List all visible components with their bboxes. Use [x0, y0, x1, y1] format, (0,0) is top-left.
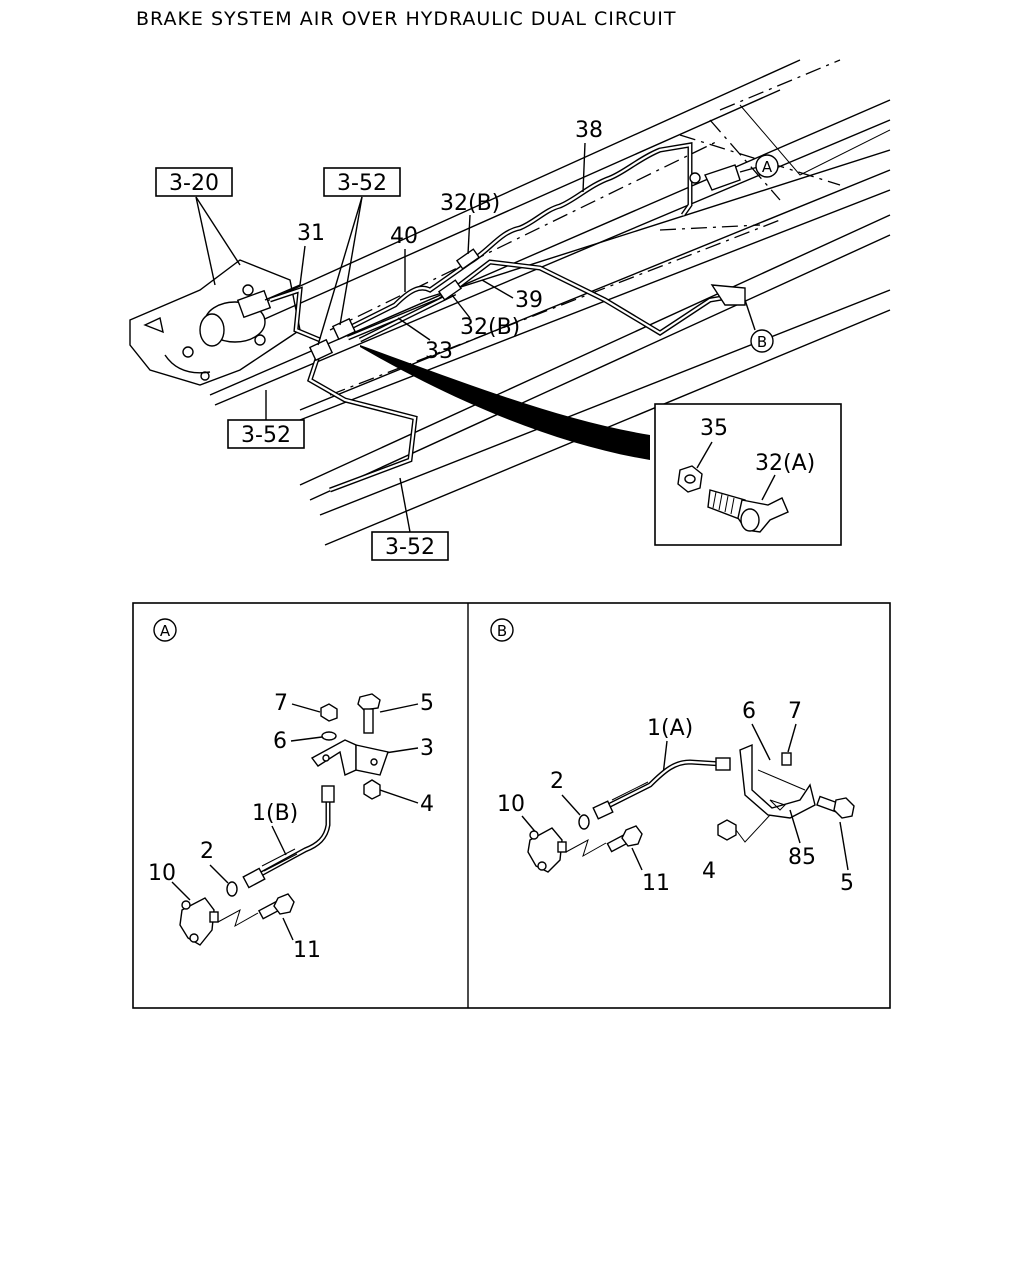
nut-4-b: [717, 819, 737, 841]
detail-a-label-1b: 1(B): [252, 801, 298, 826]
wheel-cylinder-10-b: [527, 827, 567, 873]
booster-assembly: [129, 259, 301, 386]
ref-label-3-52-top: 3-52: [337, 171, 387, 196]
main-assembly-view: 3-20 3-52 3-52 3-52 38 32(B) 31 40 39: [129, 59, 891, 561]
detail-b-label-6: 6: [742, 699, 756, 724]
callout-40: 40: [390, 224, 418, 249]
detail-b-label-2: 2: [550, 769, 564, 794]
brake-pipe-33: [358, 290, 457, 343]
brake-pipe-38: [343, 142, 693, 333]
detail-a-label-10: 10: [148, 861, 176, 886]
brake-pipe-lower: [306, 349, 418, 493]
marker-b-label: B: [757, 333, 767, 351]
marker-a-label: A: [762, 158, 773, 176]
bracket-85-b: [739, 743, 816, 819]
gasket-2-a: [226, 881, 238, 897]
detail-b-label-7: 7: [788, 699, 802, 724]
detail-a-label-3: 3: [420, 736, 434, 761]
diagram-title: BRAKE SYSTEM AIR OVER HYDRAULIC DUAL CIR…: [136, 8, 676, 30]
detail-b-label-85: 85: [788, 845, 816, 870]
bolt-5-a: [357, 693, 381, 734]
marker-b: B: [750, 329, 774, 353]
nut-7-a: [320, 703, 338, 722]
ref-box-3-20: 3-20: [155, 167, 241, 286]
detail-a-label-7: 7: [274, 691, 288, 716]
hose-1b-a: [242, 785, 335, 889]
nut-4-a: [363, 779, 381, 800]
pipe-joints: [308, 172, 701, 362]
detail-a-label-5: 5: [420, 691, 434, 716]
bolt-5-b: [816, 795, 855, 819]
callout-32a: 32(A): [755, 451, 815, 476]
ref-label-3-52-mid: 3-52: [241, 423, 291, 448]
gasket-2-b: [578, 814, 590, 830]
callout-31: 31: [297, 221, 325, 246]
detail-b-label-1a: 1(A): [647, 716, 693, 741]
ref-label-3-52-bottom: 3-52: [385, 535, 435, 560]
callout-35: 35: [700, 416, 728, 441]
detail-a-marker: A: [160, 622, 171, 640]
bracket-3-a: [310, 739, 389, 776]
callout-33: 33: [425, 339, 453, 364]
detail-a-panel: A 7 5 6 3 4 1(B): [148, 618, 434, 963]
inset-detail: 35 32(A): [654, 403, 842, 546]
detail-b-marker: B: [497, 622, 507, 640]
detail-a-label-6: 6: [273, 729, 287, 754]
washer-6-a: [321, 731, 337, 741]
wheel-cylinder-10-a: [179, 897, 219, 946]
bracket-b: [710, 284, 756, 331]
callout-32b-mid: 32(B): [460, 315, 520, 340]
callout-38: 38: [575, 118, 603, 143]
hose-1a-b: [592, 757, 731, 820]
brake-pipe-31: [269, 286, 321, 343]
detail-b-label-4: 4: [702, 859, 716, 884]
bolt-11-b: [606, 825, 643, 853]
detail-b-label-10: 10: [497, 792, 525, 817]
callout-32b-top: 32(B): [440, 191, 500, 216]
detail-b-panel: B 1(A) 6 7 2 10: [490, 618, 855, 896]
inset-leader: [360, 345, 650, 460]
ref-box-3-52-mid: 3-52: [227, 390, 305, 449]
nut-7-b: [781, 752, 792, 766]
detail-b-label-11: 11: [642, 871, 670, 896]
detail-a-label-2: 2: [200, 839, 214, 864]
detail-b-label-5: 5: [840, 871, 854, 896]
detail-a-label-4: 4: [420, 792, 434, 817]
callout-39: 39: [515, 288, 543, 313]
detail-a-label-11: 11: [293, 938, 321, 963]
marker-a: A: [755, 154, 779, 178]
bolt-11-a: [257, 893, 295, 920]
ref-label-3-20: 3-20: [169, 171, 219, 196]
ref-box-3-52-bottom: 3-52: [371, 477, 449, 561]
union-32a: [707, 489, 789, 533]
ref-box-3-52-top: 3-52: [317, 167, 401, 346]
bracket-a: [704, 164, 759, 191]
